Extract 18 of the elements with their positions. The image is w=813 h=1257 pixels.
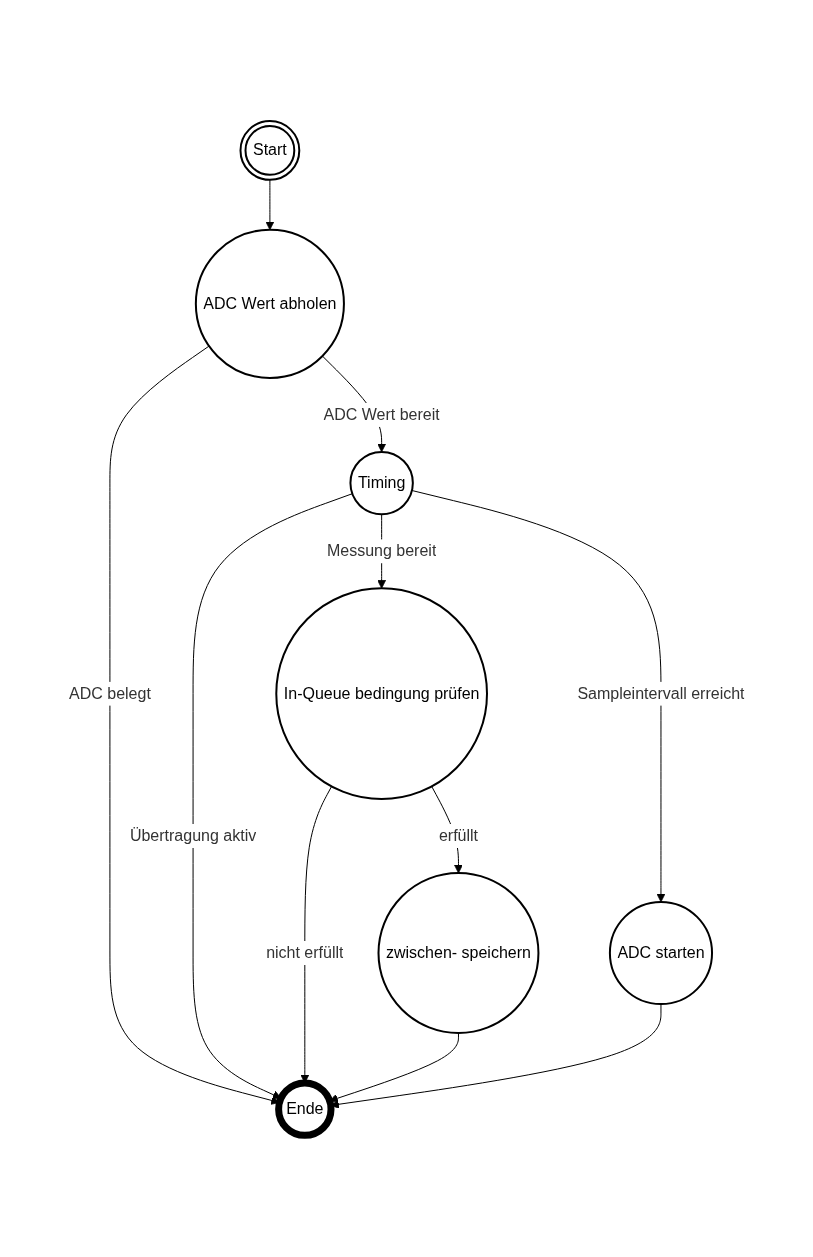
edge-label: erfüllt — [438, 827, 478, 845]
edge-label: nicht erfüllt — [265, 944, 344, 962]
arrow — [265, 179, 274, 231]
edge-label: Messung bereit — [326, 542, 437, 560]
node-circle: Start — [239, 120, 300, 182]
node-circle: In-Queue bedingung prüfen — [275, 587, 488, 801]
edge-label: ADC belegt — [68, 685, 151, 702]
arrow — [330, 1003, 662, 1109]
edge-label: ADC Wert bereit — [323, 406, 440, 424]
arrow — [411, 490, 666, 903]
arrow — [192, 493, 353, 1100]
node-circle: ADC Wert abholen — [194, 229, 345, 380]
node-circle: Ende — [274, 1079, 335, 1140]
edge-label: Übertragung aktiv — [129, 827, 256, 845]
edge-label: Sampleintervall erreicht — [577, 685, 745, 702]
node-circle: ADC starten — [608, 901, 713, 1006]
node-circle: Timing — [349, 451, 414, 516]
node-circle: zwischen- speichern — [377, 872, 540, 1035]
